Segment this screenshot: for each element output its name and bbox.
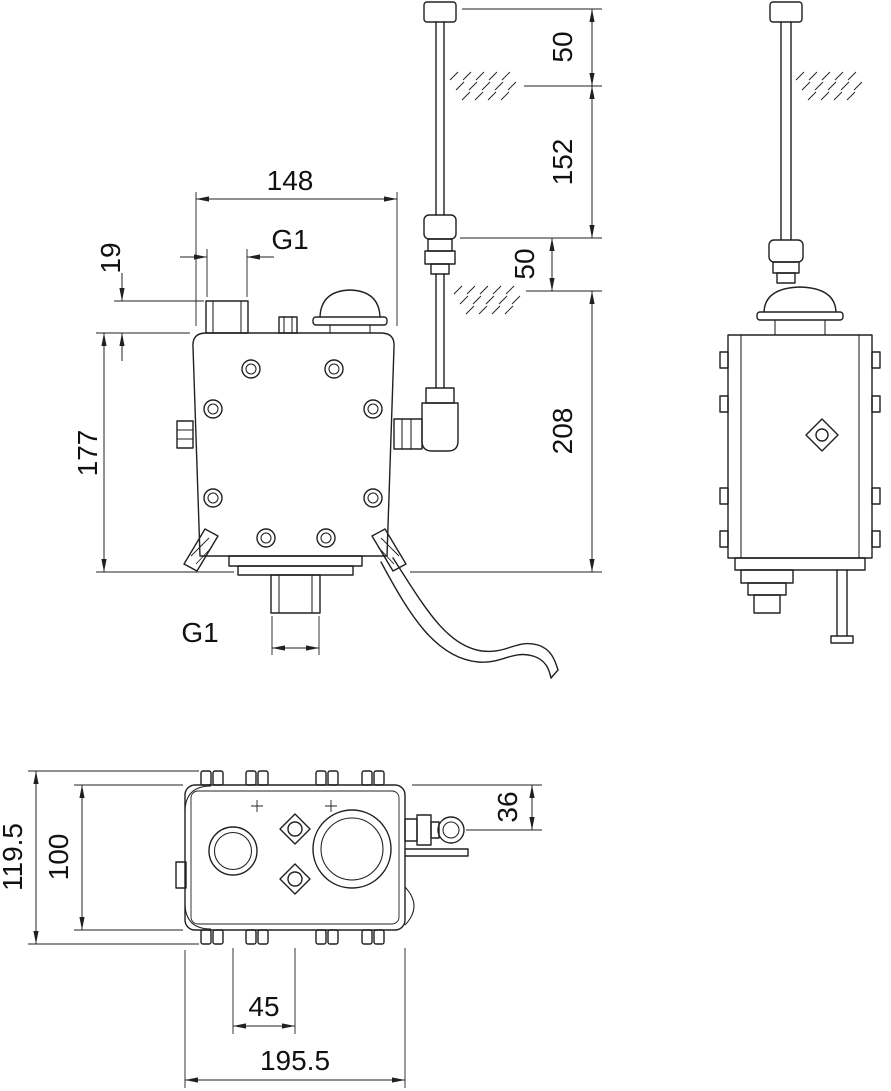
port-circle-inner bbox=[213, 831, 253, 871]
side-body-outline bbox=[727, 334, 873, 559]
outlet-nut-side-1 bbox=[740, 569, 794, 584]
clamp-left bbox=[183, 528, 219, 572]
ceiling-hatch-side bbox=[795, 71, 863, 101]
elbow-fitting bbox=[421, 402, 459, 452]
ceiling-hatch-front bbox=[449, 71, 517, 101]
base-plate-upper bbox=[228, 555, 363, 567]
hose-plan-lines bbox=[404, 848, 469, 857]
dim-stub-height-label: 19 bbox=[95, 242, 126, 273]
front-view bbox=[176, 289, 559, 679]
stop-valve-collar-side bbox=[772, 261, 800, 274]
dim-port-spacing-label: 45 bbox=[248, 991, 279, 1022]
outlet-thread-lines bbox=[278, 575, 313, 613]
side-body-edges bbox=[740, 335, 860, 558]
clamp-left-hatch bbox=[190, 537, 213, 565]
flex-hose-outer bbox=[392, 557, 559, 671]
spindle-diamond-2 bbox=[279, 863, 311, 895]
base-plate-side bbox=[734, 557, 866, 571]
center-stub-lines bbox=[283, 317, 293, 333]
mounting-tabs bbox=[200, 770, 385, 945]
side-lug-plan bbox=[175, 861, 187, 889]
inlet-nut-lines bbox=[401, 419, 412, 449]
inlet-stub-top bbox=[205, 300, 249, 334]
dim-body-depth-label: 100 bbox=[43, 834, 74, 881]
dim-outlet-offset-label: 36 bbox=[492, 791, 523, 822]
actuator-circle-outer bbox=[312, 809, 392, 889]
clamp-right-hatch bbox=[377, 537, 400, 565]
dimensions: 148 G1 19 177 G1 50 152 50 208 36 bbox=[0, 8, 602, 1088]
side-bosses bbox=[719, 351, 881, 548]
inlet-nut-right bbox=[393, 418, 423, 450]
stop-valve-side bbox=[768, 239, 804, 263]
dim-riser-top-label: 50 bbox=[547, 31, 578, 62]
hose-fitting-1 bbox=[404, 818, 418, 842]
dim-overall-depth-label: 119.5 bbox=[0, 823, 28, 891]
dim-thread-top-label: G1 bbox=[271, 224, 308, 255]
screw-holes-front bbox=[203, 359, 383, 548]
dim-riser-mid-label: 152 bbox=[547, 139, 578, 186]
actuator-dome bbox=[319, 289, 381, 318]
stop-valve-collar bbox=[427, 238, 453, 252]
riser-pipe-front bbox=[421, 1, 459, 452]
drop-pipe-foot bbox=[830, 635, 854, 644]
riser-cap-side bbox=[769, 1, 803, 23]
plan-body-inner bbox=[190, 790, 400, 925]
plan-corner-arcs bbox=[184, 785, 415, 930]
hose-fitting-nut bbox=[416, 814, 432, 846]
center-stub bbox=[278, 316, 298, 334]
riser-rod bbox=[435, 21, 445, 216]
dim-riser-total-label: 208 bbox=[547, 408, 578, 455]
riser-lower-pipe bbox=[435, 273, 445, 389]
hose-fitting-2 bbox=[430, 821, 440, 839]
spindle-diamond-1 bbox=[279, 813, 311, 845]
dim-front-width-label: 148 bbox=[267, 165, 314, 196]
dim-body-height-label: 177 bbox=[72, 430, 103, 477]
actuator-brim-side bbox=[756, 311, 844, 321]
base-plate-lower bbox=[237, 565, 354, 576]
outlet-stub-side bbox=[753, 594, 781, 614]
side-lug-front bbox=[176, 420, 194, 449]
wall-hatch-front bbox=[453, 285, 521, 315]
riser-cap bbox=[423, 1, 457, 23]
stop-valve-base-side bbox=[776, 272, 796, 284]
dim-overall-width-label: 195.5 bbox=[260, 1045, 330, 1076]
center-cross-marks bbox=[251, 800, 337, 812]
dim-thread-bottom-label: G1 bbox=[181, 617, 218, 648]
spindle-circle-side bbox=[815, 428, 829, 442]
actuator-dome-side bbox=[763, 286, 837, 313]
flex-hose-end bbox=[550, 669, 559, 679]
plan-body-outline bbox=[184, 784, 406, 931]
actuator-neck-side bbox=[774, 320, 826, 335]
side-lug-lines bbox=[177, 429, 193, 440]
stop-valve-base bbox=[430, 263, 450, 275]
hose-ball-outer bbox=[437, 816, 465, 844]
front-body-outline bbox=[192, 332, 395, 557]
outlet-stub-bottom bbox=[270, 574, 321, 614]
drop-pipe-side bbox=[836, 569, 848, 637]
riser-rod-side bbox=[780, 21, 792, 241]
actuator-brim bbox=[312, 316, 388, 326]
actuator-circle-inner bbox=[320, 817, 384, 881]
flex-hose-inner bbox=[380, 561, 552, 679]
outlet-nut-side-2 bbox=[747, 582, 787, 596]
stop-valve-nut bbox=[424, 250, 456, 265]
port-circle-outer bbox=[208, 826, 258, 876]
spindle-diamond-side bbox=[805, 418, 839, 452]
dim-riser-valve-label: 50 bbox=[509, 248, 540, 279]
stop-valve-body bbox=[423, 214, 457, 240]
actuator-neck bbox=[329, 325, 371, 333]
spindle-circle-2 bbox=[287, 871, 303, 887]
side-view bbox=[719, 1, 881, 644]
plan-view bbox=[175, 770, 469, 945]
hose-ball-inner bbox=[442, 821, 460, 839]
union-nut bbox=[425, 387, 455, 404]
clamp-right bbox=[371, 528, 407, 572]
spindle-circle-1 bbox=[287, 821, 303, 837]
inlet-stub-thread-lines bbox=[212, 301, 242, 333]
